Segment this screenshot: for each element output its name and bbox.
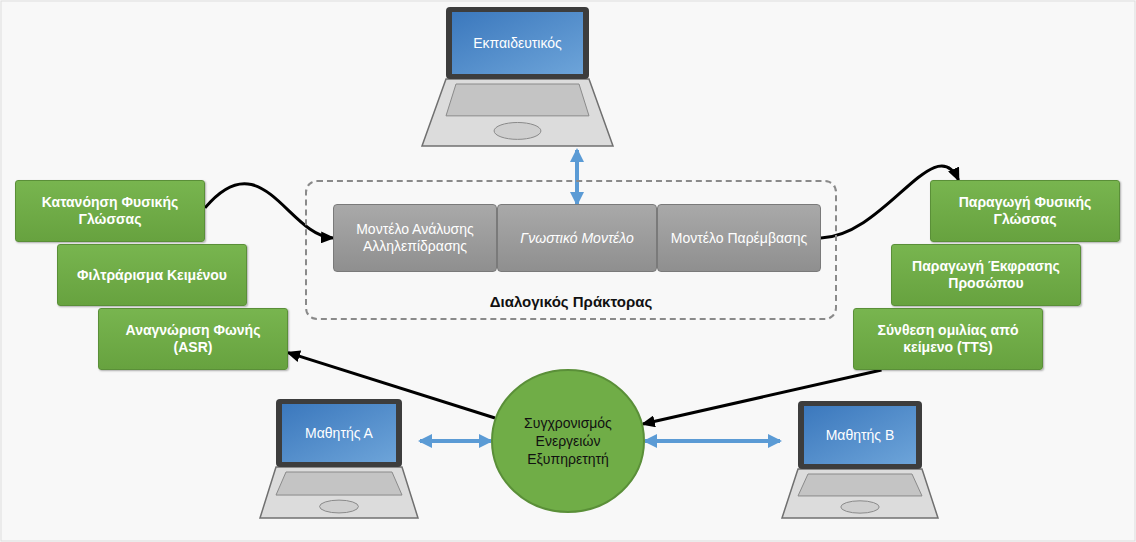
process-box: Φιλτράρισμα Κειμένου <box>57 244 247 306</box>
laptop-drawing <box>420 4 615 150</box>
screen-area: Μαθητής Α <box>282 404 396 462</box>
process-box: Αναγνώριση Φωνής (ASR) <box>98 308 288 370</box>
model-box: Μοντέλο Παρέμβασης <box>657 204 821 272</box>
box-label: Σύνθεση ομιλίας από κείμενο (TTS) <box>864 322 1032 356</box>
region-label: Διαλογικός Πράκτορας <box>307 293 835 310</box>
box-label: Μοντέλο Παρέμβασης <box>671 230 807 247</box>
screen-area: Μαθητής Β <box>804 406 916 464</box>
process-box: Κατανόηση Φυσικής Γλώσσας <box>15 180 205 242</box>
user-label: Μαθητής Β <box>826 427 895 443</box>
laptop-drawing <box>780 400 940 522</box>
box-label: Μοντέλο Ανάλυσης Αλληλεπίδρασης <box>342 221 488 255</box>
circle-text-area: Συγχρονισμός Ενεργειών Εξυπηρετητή <box>508 368 628 514</box>
box-label: Παραγωγή Έκφρασης Προσώπου <box>902 258 1070 292</box>
user-label: Μαθητής Α <box>305 425 373 441</box>
laptop-screen: Μαθητής Β <box>780 400 940 522</box>
sync-arrow <box>575 150 579 204</box>
laptop-screen: Εκπαιδευτικός <box>420 4 615 150</box>
flow-arrow <box>205 184 333 238</box>
screen-area: Εκπαιδευτικός <box>452 12 583 74</box>
server-circle: Συγχρονισμός Ενεργειών Εξυπηρετητή <box>490 368 646 514</box>
box-label: Γνωστικό Μοντέλο <box>520 230 634 247</box>
box-label: Αναγνώριση Φωνής (ASR) <box>109 322 277 356</box>
box-label: Παραγωγή Φυσικής Γλώσσας <box>941 194 1109 228</box>
laptop-screen: Μαθητής Α <box>258 398 420 522</box>
process-box: Σύνθεση ομιλίας από κείμενο (TTS) <box>853 308 1043 370</box>
box-label: Κατανόηση Φυσικής Γλώσσας <box>26 194 194 228</box>
sync-arrow <box>645 439 780 443</box>
process-box: Παραγωγή Φυσικής Γλώσσας <box>930 180 1120 242</box>
model-box: Γνωστικό Μοντέλο <box>497 204 657 272</box>
agent-region: Διαλογικός Πράκτορας Μοντέλο Ανάλυσης Αλλ… <box>305 180 837 320</box>
model-box: Μοντέλο Ανάλυσης Αλληλεπίδρασης <box>333 204 497 272</box>
box-label: Φιλτράρισμα Κειμένου <box>77 267 227 284</box>
process-box: Παραγωγή Έκφρασης Προσώπου <box>891 244 1081 306</box>
server-label: Συγχρονισμός Ενεργειών Εξυπηρετητή <box>508 414 628 468</box>
sync-arrow <box>420 439 491 443</box>
user-label: Εκπαιδευτικός <box>473 35 562 51</box>
laptop-drawing <box>258 398 420 522</box>
